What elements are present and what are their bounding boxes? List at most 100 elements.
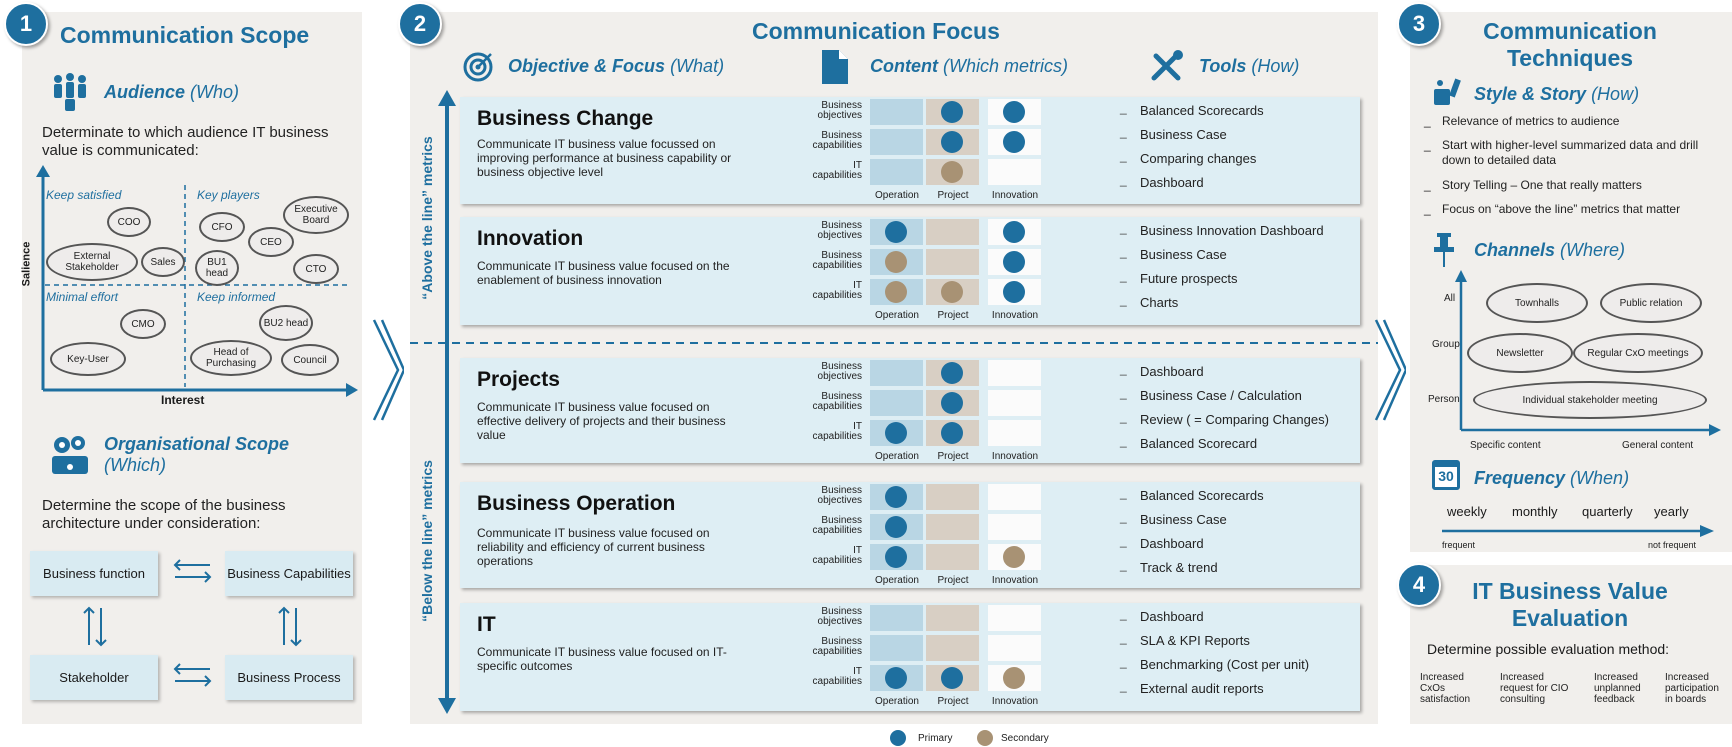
- stakeholder-cto: CTO: [293, 254, 339, 284]
- channel-y-group: Group: [1432, 339, 1460, 350]
- frequency-quarterly: quarterly: [1582, 504, 1633, 519]
- secondary-dot: [1003, 546, 1025, 568]
- tool-bullet: _: [1120, 293, 1127, 307]
- secondary-dot: [941, 281, 963, 303]
- evaluation-description: Determine possible evaluation method:: [1427, 641, 1670, 657]
- step-number-4: 4: [1397, 563, 1441, 607]
- metric-row-label: Business capabilities: [812, 130, 862, 151]
- primary-dot: [1003, 101, 1025, 123]
- metric-cell: [926, 219, 979, 245]
- channel-x-general: General content: [1622, 440, 1694, 451]
- tool-item: Dashboard: [1140, 175, 1204, 190]
- col-content-heading: Content (Which metrics): [870, 56, 1068, 76]
- tool-item: Track & trend: [1140, 560, 1218, 575]
- eval-method-2: Increased request for CIO consulting: [1500, 672, 1569, 705]
- tool-bullet: _: [1120, 534, 1127, 548]
- metric-column-label: Innovation: [991, 575, 1039, 586]
- metric-column-label: Project: [937, 190, 969, 201]
- metric-column-label: Project: [937, 696, 969, 707]
- calendar-icon: 30: [1432, 460, 1460, 490]
- metric-cell: [870, 605, 923, 631]
- metric-column-label: Operation: [875, 310, 919, 321]
- legend-secondary-label: Secondary: [1001, 733, 1049, 744]
- tool-bullet: _: [1120, 245, 1127, 259]
- metric-cell: [988, 390, 1041, 416]
- focus-row-description: Communicate IT business value focused on…: [477, 400, 726, 442]
- secondary-dot: [885, 281, 907, 303]
- eval-method-4: Increased participation in boards: [1665, 672, 1719, 705]
- tool-item: Business Case: [1140, 127, 1227, 142]
- quadrant-keep-informed: Keep informed: [197, 290, 276, 304]
- primary-dot: [885, 486, 907, 508]
- tool-item: Dashboard: [1140, 536, 1204, 551]
- focus-row-title: Business Operation: [477, 492, 676, 515]
- eval-method-3: Increased unplanned feedback: [1594, 672, 1641, 705]
- y-axis-label: Salience: [20, 241, 33, 287]
- audience-heading: Audience (Who): [104, 82, 240, 102]
- audience-description: Determinate to which audience IT busines…: [42, 124, 329, 159]
- primary-dot: [941, 101, 963, 123]
- style-bullet-dash-3: _: [1424, 178, 1431, 192]
- metric-cell: [870, 159, 923, 185]
- metric-column-label: Operation: [875, 575, 919, 586]
- metric-column-label: Project: [937, 451, 969, 462]
- metric-column-label: Project: [937, 575, 969, 586]
- metric-column-label: Project: [937, 310, 969, 321]
- tool-item: Business Case: [1140, 512, 1227, 527]
- metric-cell: [988, 159, 1041, 185]
- tool-item: Balanced Scorecards: [1140, 488, 1264, 503]
- channels-heading: Channels (Where): [1474, 240, 1626, 260]
- stakeholder-bu2-head: BU2 head: [259, 305, 313, 341]
- tools-icon: [1151, 50, 1183, 81]
- metric-row-label: Business capabilities: [812, 515, 862, 536]
- channel-x-specific: Specific content: [1470, 440, 1541, 451]
- tool-bullet: _: [1120, 607, 1127, 621]
- box-business-function: Business function: [30, 551, 158, 596]
- paint-icon: [1434, 78, 1461, 105]
- primary-dot: [885, 516, 907, 538]
- tool-bullet: _: [1120, 655, 1127, 669]
- metric-row-label: IT capabilities: [812, 666, 862, 687]
- metric-cell: [988, 514, 1041, 540]
- metric-cell: [870, 129, 923, 155]
- tool-bullet: _: [1120, 101, 1127, 115]
- primary-dot: [1003, 281, 1025, 303]
- metric-row-label: Business capabilities: [812, 391, 862, 412]
- chevron-right-icon: [372, 319, 404, 421]
- focus-row-description: Communicate IT business value focussed o…: [477, 137, 732, 179]
- box-business-process: Business Process: [225, 655, 353, 700]
- metric-column-label: Operation: [875, 190, 919, 201]
- metric-cell: [988, 605, 1041, 631]
- stakeholder-bu1-head: BU1 head: [195, 250, 239, 286]
- tool-item: Business Case / Calculation: [1140, 388, 1302, 403]
- metric-row-label: Business objectives: [817, 100, 862, 121]
- tool-bullet: _: [1120, 125, 1127, 139]
- panel2-title: Communication Focus: [752, 18, 1000, 44]
- tool-bullet: _: [1120, 362, 1127, 376]
- tool-bullet: _: [1120, 269, 1127, 283]
- primary-dot: [941, 131, 963, 153]
- style-bullet-dash-1: _: [1424, 114, 1431, 128]
- channel-newsletter: Newsletter: [1467, 333, 1573, 373]
- divider-dashed-line: [410, 342, 1378, 344]
- org-scope-heading: Organisational Scope(Which): [104, 434, 290, 475]
- frequency-right-label: not frequent: [1648, 540, 1697, 550]
- metric-row-label: Business capabilities: [812, 636, 862, 657]
- metric-cell: [926, 635, 979, 661]
- gears-icon: [52, 436, 88, 474]
- channel-y-all: All: [1444, 293, 1456, 304]
- metric-cell: [988, 635, 1041, 661]
- legend-primary-dot: [890, 730, 906, 746]
- document-icon: [822, 50, 848, 84]
- frequency-yearly: yearly: [1654, 504, 1689, 519]
- below-the-line-label: “Below the line” metrics: [419, 460, 435, 622]
- frequency-weekly: weekly: [1447, 504, 1487, 519]
- metric-cell: [926, 605, 979, 631]
- style-bullet-4: Focus on “above the line” metrics that m…: [1442, 202, 1681, 216]
- quadrant-keep-satisfied: Keep satisfied: [46, 188, 122, 202]
- metric-cell: [870, 390, 923, 416]
- step-number-1: 1: [4, 2, 48, 46]
